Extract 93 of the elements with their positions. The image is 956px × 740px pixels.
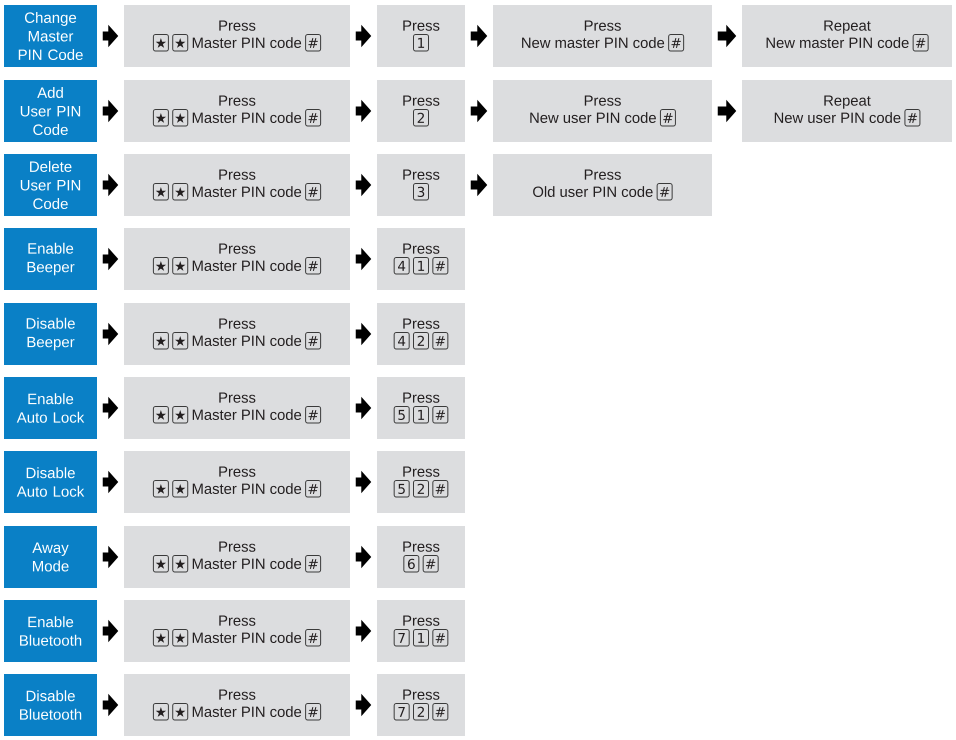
key-cap: ★ (152, 480, 169, 498)
step-box: Press ★ ★ Master PIN code # (124, 674, 350, 736)
key-cap: ★ (172, 480, 188, 498)
step-box: Press ★ ★ Master PIN code # (124, 5, 350, 67)
key-cap: ★ (152, 34, 169, 52)
step-box: Press 7 2 # (377, 674, 465, 736)
step-box: Press ★ ★ Master PIN code # (124, 526, 350, 588)
key-cap: ★ (152, 257, 169, 275)
key-cap: 1 (413, 257, 429, 275)
step-box: Press 1 (377, 5, 465, 67)
step-box: Press ★ ★ Master PIN code # (124, 377, 350, 439)
key-cap: 3 (413, 183, 429, 201)
key-cap: # (432, 257, 448, 275)
key-cap: ★ (152, 555, 169, 573)
step-box: Press Old user PIN code # (493, 154, 712, 216)
key-cap: 5 (394, 406, 410, 424)
key-cap: # (305, 629, 322, 647)
key-cap: # (912, 34, 929, 52)
key-cap: ★ (172, 555, 188, 573)
key-cap: ★ (172, 183, 188, 201)
step-box: Press 4 2 # (377, 303, 465, 365)
step-box: Press 2 (377, 80, 465, 142)
key-cap: 2 (413, 109, 429, 127)
key-cap: # (305, 109, 322, 127)
key-cap: ★ (152, 406, 169, 424)
step-box: Press ★ ★ Master PIN code # (124, 228, 350, 290)
step-box: Press 5 2 # (377, 451, 465, 513)
key-cap: # (305, 555, 322, 573)
key-cap: # (305, 480, 322, 498)
key-cap: 7 (394, 629, 410, 647)
key-cap: 2 (413, 703, 429, 721)
function-box: Enable Bluetooth (4, 600, 97, 662)
key-cap: # (305, 332, 322, 350)
step-box: Press 4 1 # (377, 228, 465, 290)
key-cap: # (432, 629, 448, 647)
key-cap: ★ (172, 703, 188, 721)
function-box: Disable Auto Lock (4, 451, 97, 513)
key-cap: # (305, 257, 322, 275)
key-cap: ★ (152, 109, 169, 127)
key-cap: ★ (152, 183, 169, 201)
step-box: Repeat New user PIN code # (742, 80, 952, 142)
function-box: Enable Beeper (4, 228, 97, 290)
key-cap: ★ (152, 332, 169, 350)
key-cap: ★ (172, 109, 188, 127)
function-box: Add User PIN Code (4, 80, 97, 142)
step-box: Press 6 # (377, 526, 465, 588)
key-cap: # (432, 703, 448, 721)
step-box: Press 5 1 # (377, 377, 465, 439)
step-box: Press ★ ★ Master PIN code # (124, 451, 350, 513)
key-cap: 1 (413, 406, 429, 424)
key-cap: # (422, 555, 439, 573)
function-box: Disable Beeper (4, 303, 97, 365)
key-cap: 1 (413, 629, 429, 647)
function-box: Enable Auto Lock (4, 377, 97, 439)
key-cap: # (668, 34, 684, 52)
key-cap: ★ (152, 629, 169, 647)
key-cap: 4 (394, 332, 410, 350)
function-box: Change Master PIN Code (4, 5, 97, 67)
key-cap: # (432, 332, 448, 350)
key-cap: 5 (394, 480, 410, 498)
step-box: Repeat New master PIN code # (742, 5, 952, 67)
key-cap: # (305, 703, 322, 721)
step-box: Press ★ ★ Master PIN code # (124, 303, 350, 365)
key-cap: 7 (394, 703, 410, 721)
key-cap: 2 (413, 332, 429, 350)
function-box: Disable Bluetooth (4, 674, 97, 736)
key-cap: # (432, 480, 448, 498)
key-cap: 1 (413, 34, 429, 52)
key-cap: # (432, 406, 448, 424)
key-cap: # (656, 183, 673, 201)
key-cap: # (305, 34, 322, 52)
key-cap: # (660, 109, 676, 127)
step-box: Press 7 1 # (377, 600, 465, 662)
key-cap: 4 (394, 257, 410, 275)
step-box: Press 3 (377, 154, 465, 216)
key-cap: ★ (152, 703, 169, 721)
key-cap: ★ (172, 332, 188, 350)
key-cap: 6 (403, 555, 420, 573)
function-box: Delete User PIN Code (4, 154, 97, 216)
step-box: Press New user PIN code # (493, 80, 712, 142)
step-box: Press ★ ★ Master PIN code # (124, 600, 350, 662)
key-cap: # (305, 406, 322, 424)
function-box: Away Mode (4, 526, 97, 588)
key-cap: # (305, 183, 322, 201)
key-cap: ★ (172, 257, 188, 275)
key-cap: ★ (172, 34, 188, 52)
key-cap: 2 (413, 480, 429, 498)
step-box: Press ★ ★ Master PIN code # (124, 80, 350, 142)
step-box: Press ★ ★ Master PIN code # (124, 154, 350, 216)
key-cap: # (904, 109, 920, 127)
key-cap: ★ (172, 406, 188, 424)
step-box: Press New master PIN code # (493, 5, 712, 67)
key-cap: ★ (172, 629, 188, 647)
